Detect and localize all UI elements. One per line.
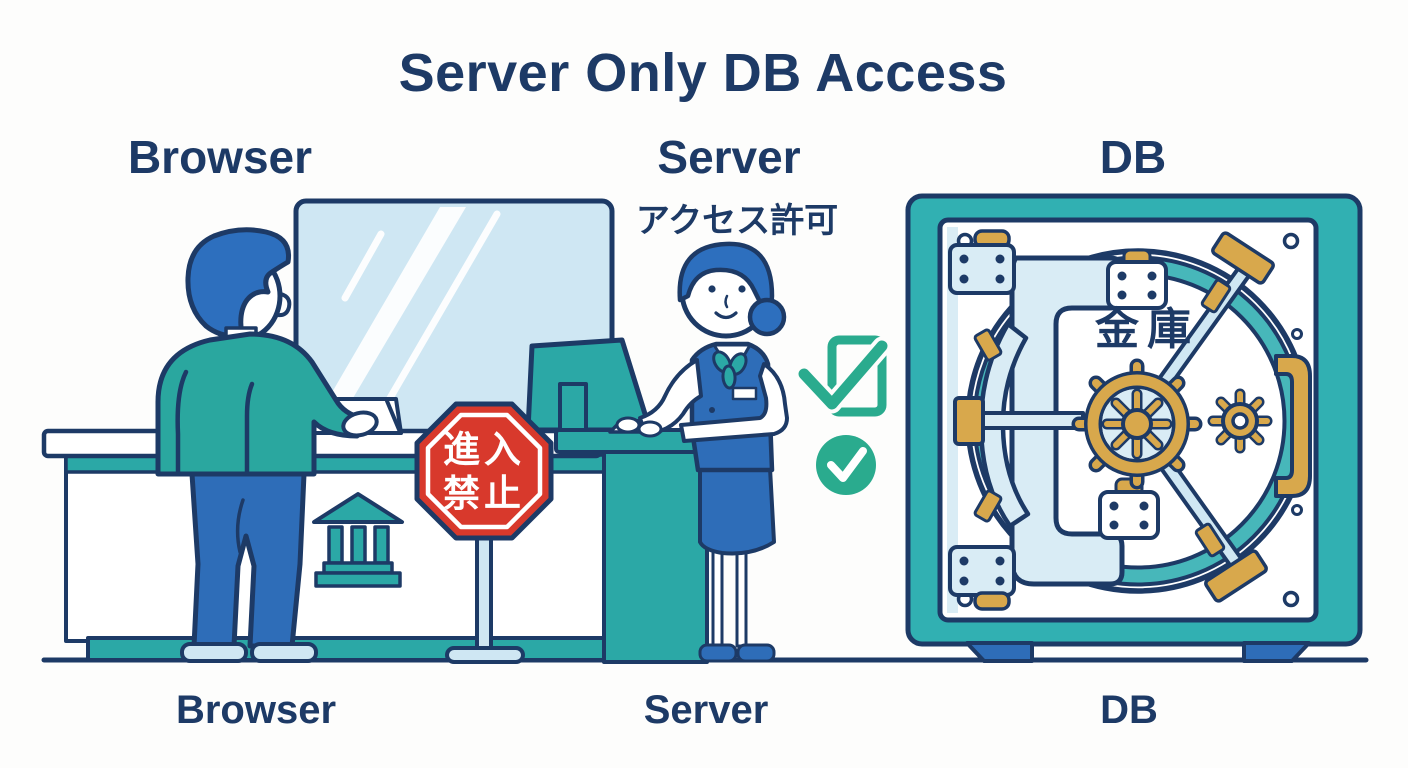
label-browser-bottom: Browser (175, 688, 337, 732)
man-shoe (180, 642, 248, 663)
bank-icon (312, 492, 404, 588)
bolt-plate (1098, 477, 1160, 540)
clerk-shoe (698, 643, 738, 663)
vault-handle-icon (1274, 354, 1312, 498)
checkbox-check-icon (794, 335, 892, 417)
name-badge (731, 386, 758, 401)
db-vault (905, 193, 1363, 663)
bolt-plate (1106, 248, 1168, 310)
label-server-top: Server (657, 131, 801, 183)
hinge-icon (948, 229, 1016, 295)
page-title: Server Only DB Access (398, 43, 1008, 103)
server-desk (525, 337, 732, 664)
man-sweater (155, 331, 365, 477)
stop-sign-line2: 禁止 (443, 473, 525, 514)
circle-check-icon (816, 435, 876, 495)
man-shoe (250, 642, 318, 663)
clerk-scarf (712, 350, 748, 390)
stop-sign-line1: 進入 (443, 429, 525, 470)
stop-sign-text: 進入 禁止 (443, 428, 525, 516)
access-permission-note: アクセス許可 (635, 202, 839, 240)
hinge-icon (948, 545, 1016, 611)
stop-sign (414, 401, 554, 664)
monitor-icon (525, 337, 653, 433)
gear-icon (1207, 388, 1273, 454)
label-db-top: DB (1099, 131, 1167, 183)
label-db-bottom: DB (1100, 688, 1158, 732)
label-browser-top: Browser (127, 131, 313, 183)
man-pants (189, 471, 307, 649)
man-hair (185, 227, 292, 339)
vault-label: 金庫 (1095, 305, 1199, 354)
clerk-arm (679, 362, 789, 443)
vault-foot (965, 641, 1034, 663)
browser-user (155, 227, 379, 663)
hair-bun (747, 297, 787, 337)
clerk-shoe (736, 643, 776, 663)
vault-wheel-icon (1071, 358, 1203, 490)
clerk-skirt (698, 466, 776, 556)
server-clerk (615, 241, 789, 663)
vault-foot (1242, 641, 1311, 663)
label-server-bottom: Server (643, 688, 769, 732)
